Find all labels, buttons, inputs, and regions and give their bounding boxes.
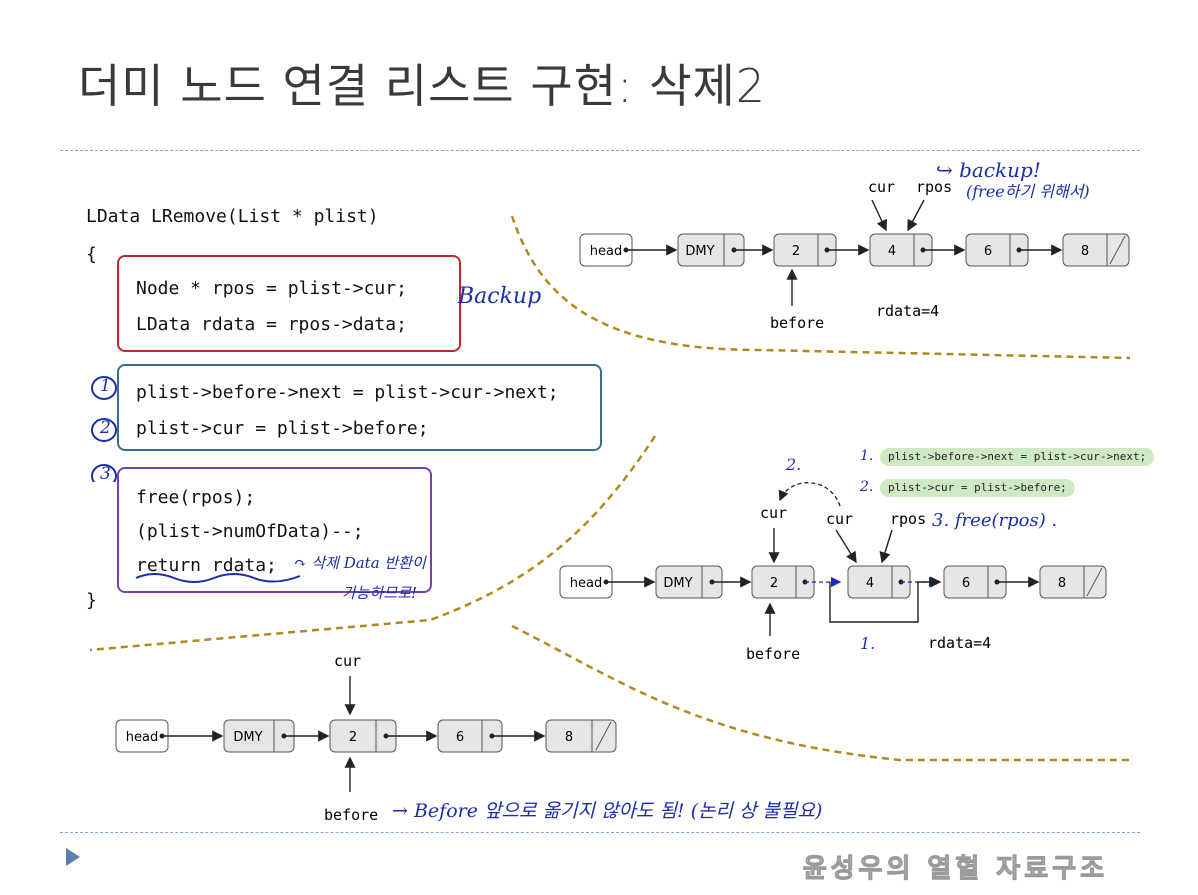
legend-step-1-num: 1. — [860, 448, 874, 464]
pointer-cur-label: cur — [334, 652, 361, 670]
node-8: 8 — [1039, 565, 1107, 599]
node-head: head — [559, 565, 613, 599]
pointer-before-label: before — [746, 645, 800, 663]
node-4-label: 4 — [888, 244, 896, 259]
free-code-box — [117, 467, 432, 593]
node-4: 4 — [847, 565, 911, 599]
node-6: 6 — [965, 233, 1029, 267]
node-6-label: 6 — [456, 730, 464, 745]
node-head-label: head — [590, 244, 622, 259]
relink-code-box — [117, 364, 602, 451]
node-2: 2 — [773, 233, 837, 267]
step-number-3: 3 — [100, 464, 111, 484]
node-8-label: 8 — [1081, 244, 1089, 259]
node-6-label: 6 — [962, 576, 970, 591]
node-2-label: 2 — [792, 244, 800, 259]
node-6-label: 6 — [984, 244, 992, 259]
rdata-label: rdata=4 — [876, 302, 939, 320]
node-head: head — [579, 233, 633, 267]
code-line-rdata: LData rdata = rpos->data; — [136, 314, 407, 335]
legend-step-2: plist->cur = plist->before; — [880, 479, 1075, 497]
pointer-cur-new-label: cur — [760, 504, 787, 522]
node-6: 6 — [437, 719, 503, 753]
pointer-cur-label: cur — [868, 178, 895, 196]
node-head-label: head — [570, 576, 602, 591]
step-number-1: 1 — [100, 376, 111, 396]
node-4: 4 — [869, 233, 933, 267]
pointer-rpos-label: rpos — [890, 510, 926, 528]
legend-step-1: plist->before->next = plist->cur->next; — [880, 448, 1155, 466]
pointer-cur-old-label: cur — [826, 510, 853, 528]
backup-note-top: ↪ backup! — [936, 158, 1041, 182]
node-head-label: head — [126, 730, 158, 745]
return-note-line2: 가능하므로! — [342, 584, 418, 602]
bypass-link-2-to-6 — [829, 576, 942, 623]
node-2: 2 — [751, 565, 815, 599]
code-line-cur-before: plist->cur = plist->before; — [136, 418, 429, 439]
node-6: 6 — [943, 565, 1007, 599]
node-dmy-label: DMY — [233, 730, 262, 745]
pointer-rpos-label: rpos — [916, 178, 952, 196]
step-2-marker: 2. — [786, 455, 802, 474]
open-brace: { — [86, 244, 97, 265]
separator-curve-lower — [511, 624, 1130, 762]
diagram-during-remove: head DMY 2 4 6 8 cur cur — [559, 482, 1107, 663]
node-dmy: DMY — [677, 233, 745, 267]
node-dmy-label: DMY — [685, 244, 714, 259]
footer-brand: 윤성우의 열혈 자료구조 — [802, 854, 1108, 885]
step-1-marker: 1. — [860, 634, 876, 653]
diagram-after-remove: head DMY 2 6 8 cur before — [115, 652, 617, 824]
pointer-rpos-arrow — [879, 529, 893, 564]
close-brace: } — [86, 590, 97, 611]
node-8: 8 — [545, 719, 617, 753]
free-rpos-note: 3. free(rpos) . — [932, 510, 1058, 531]
node-8-label: 8 — [1058, 576, 1066, 591]
return-underline — [135, 573, 301, 583]
return-note-line1: ↷ 삭제 Data 반환이 — [294, 554, 426, 572]
backup-reason-note: (free하기 위해서) — [966, 182, 1090, 201]
top-divider — [60, 150, 1140, 151]
node-2-label: 2 — [349, 730, 357, 745]
pointer-rpos-arrow — [907, 199, 925, 232]
cur-move-arrow — [778, 482, 841, 507]
node-4-label: 4 — [866, 576, 874, 591]
backup-handwritten-note: Backup — [458, 284, 542, 309]
slide-marker-icon — [66, 848, 80, 866]
node-2: 2 — [329, 719, 397, 753]
function-signature: LData LRemove(List * plist) — [86, 206, 379, 227]
node-dmy: DMY — [223, 719, 295, 753]
step-number-circles — [91, 376, 117, 482]
code-line-free: free(rpos); — [136, 487, 256, 508]
page-title: 더미 노드 연결 리스트 구현: 삭제2 — [78, 59, 767, 113]
diagram-before-remove: head DMY 2 4 6 8 cur rpos — [579, 178, 1130, 332]
legend-step-2-num: 2. — [860, 479, 874, 495]
code-line-before-next: plist->before->next = plist->cur->next; — [136, 382, 559, 403]
node-2-label: 2 — [770, 576, 778, 591]
node-8: 8 — [1062, 233, 1130, 267]
pointer-before-label: before — [324, 806, 378, 824]
code-line-return: return rdata; — [136, 555, 277, 576]
bottom-divider — [60, 832, 1140, 833]
step-number-2: 2 — [100, 418, 111, 438]
code-line-numofdata: (plist->numOfData)--; — [136, 521, 364, 542]
before-note: → Before 앞으로 옮기지 않아도 됨! (논리 상 불필요) — [392, 800, 823, 822]
node-head: head — [115, 719, 169, 753]
node-dmy-label: DMY — [663, 576, 692, 591]
rdata-label: rdata=4 — [928, 634, 991, 652]
separator-curve-top — [510, 215, 1131, 360]
code-line-rpos: Node * rpos = plist->cur; — [136, 278, 407, 299]
pointer-cur-arrow — [871, 199, 887, 232]
node-dmy: DMY — [655, 565, 723, 599]
backup-code-box — [117, 255, 461, 352]
pointer-cur-old-arrow — [835, 529, 857, 564]
separator-curve-mid — [89, 435, 657, 652]
pointer-before-label: before — [770, 314, 824, 332]
node-8-label: 8 — [565, 730, 573, 745]
